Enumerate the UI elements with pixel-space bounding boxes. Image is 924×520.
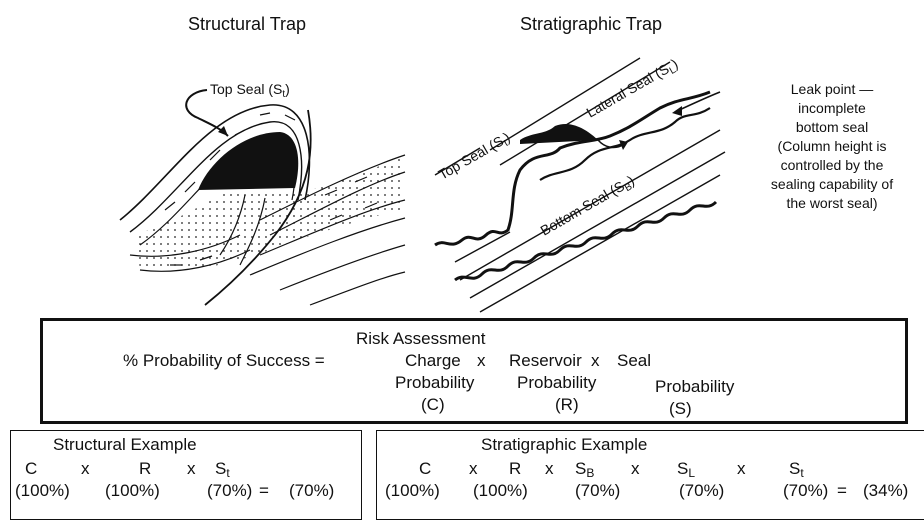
symbol-x: x [737, 459, 746, 478]
risk-assessment-box: Risk Assessment % Probability of Success… [40, 318, 908, 424]
symbol-x: x [187, 459, 196, 478]
x-operator: x [477, 351, 486, 370]
reservoir-probability: Probability [517, 373, 597, 392]
symbol-r: R [509, 459, 522, 478]
symbol-c: C [25, 459, 38, 478]
stratigraphic-example-box: Stratigraphic Example C x R x SB x SL x … [376, 430, 924, 520]
symbol-c: C [419, 459, 432, 478]
symbol-sb: SB [575, 459, 595, 480]
symbol-st: St [215, 459, 230, 480]
s-label: (S) [669, 399, 692, 418]
charge-label: Charge [405, 351, 461, 370]
value-sl: (70%) [679, 481, 725, 500]
structural-example-title: Structural Example [53, 435, 197, 454]
symbol-x: x [81, 459, 90, 478]
value-result: (34%) [863, 481, 909, 500]
value-result: (70%) [289, 481, 335, 500]
leak-point-note: Leak point — incomplete bottom seal (Col… [770, 81, 894, 211]
stratigraphic-trap-title: Stratigraphic Trap [520, 14, 663, 34]
strat-lateral-seal-label: Lateral Seal (SL) [584, 55, 683, 123]
formula-lhs: % Probability of Success = [123, 351, 325, 370]
x-operator: x [591, 351, 600, 370]
value-sb: (70%) [575, 481, 621, 500]
equals-sign: = [837, 481, 847, 500]
symbol-x: x [545, 459, 554, 478]
symbol-x: x [631, 459, 640, 478]
value-st: (70%) [207, 481, 253, 500]
reservoir-label: Reservoir [509, 351, 582, 370]
equals-sign: = [259, 481, 269, 500]
r-label: (R) [555, 395, 579, 414]
seal-label: Seal [617, 351, 652, 370]
structural-top-seal-label: Top Seal (St) [210, 81, 290, 100]
value-r: (100%) [473, 481, 528, 500]
symbol-r: R [139, 459, 152, 478]
value-c: (100%) [385, 481, 440, 500]
seal-probability: Probability [655, 377, 735, 396]
value-st: (70%) [783, 481, 829, 500]
structural-trap-title: Structural Trap [188, 14, 307, 34]
c-label: (C) [421, 395, 445, 414]
symbol-sl: SL [677, 459, 696, 480]
value-c: (100%) [15, 481, 70, 500]
value-r: (100%) [105, 481, 160, 500]
risk-title: Risk Assessment [356, 329, 486, 348]
stratigraphic-example-title: Stratigraphic Example [481, 435, 648, 454]
symbol-st: St [789, 459, 804, 480]
structural-trap-diagram: Top Seal (St) [119, 81, 406, 306]
stratigraphic-trap-diagram: Top Seal (St) Lateral Seal (SL) Bottom S… [434, 55, 726, 313]
symbol-x: x [469, 459, 478, 478]
strat-top-seal-label: Top Seal (St) [436, 129, 515, 185]
charge-probability: Probability [395, 373, 475, 392]
structural-example-box: Structural Example C x R x St (100%) (10… [10, 430, 362, 520]
